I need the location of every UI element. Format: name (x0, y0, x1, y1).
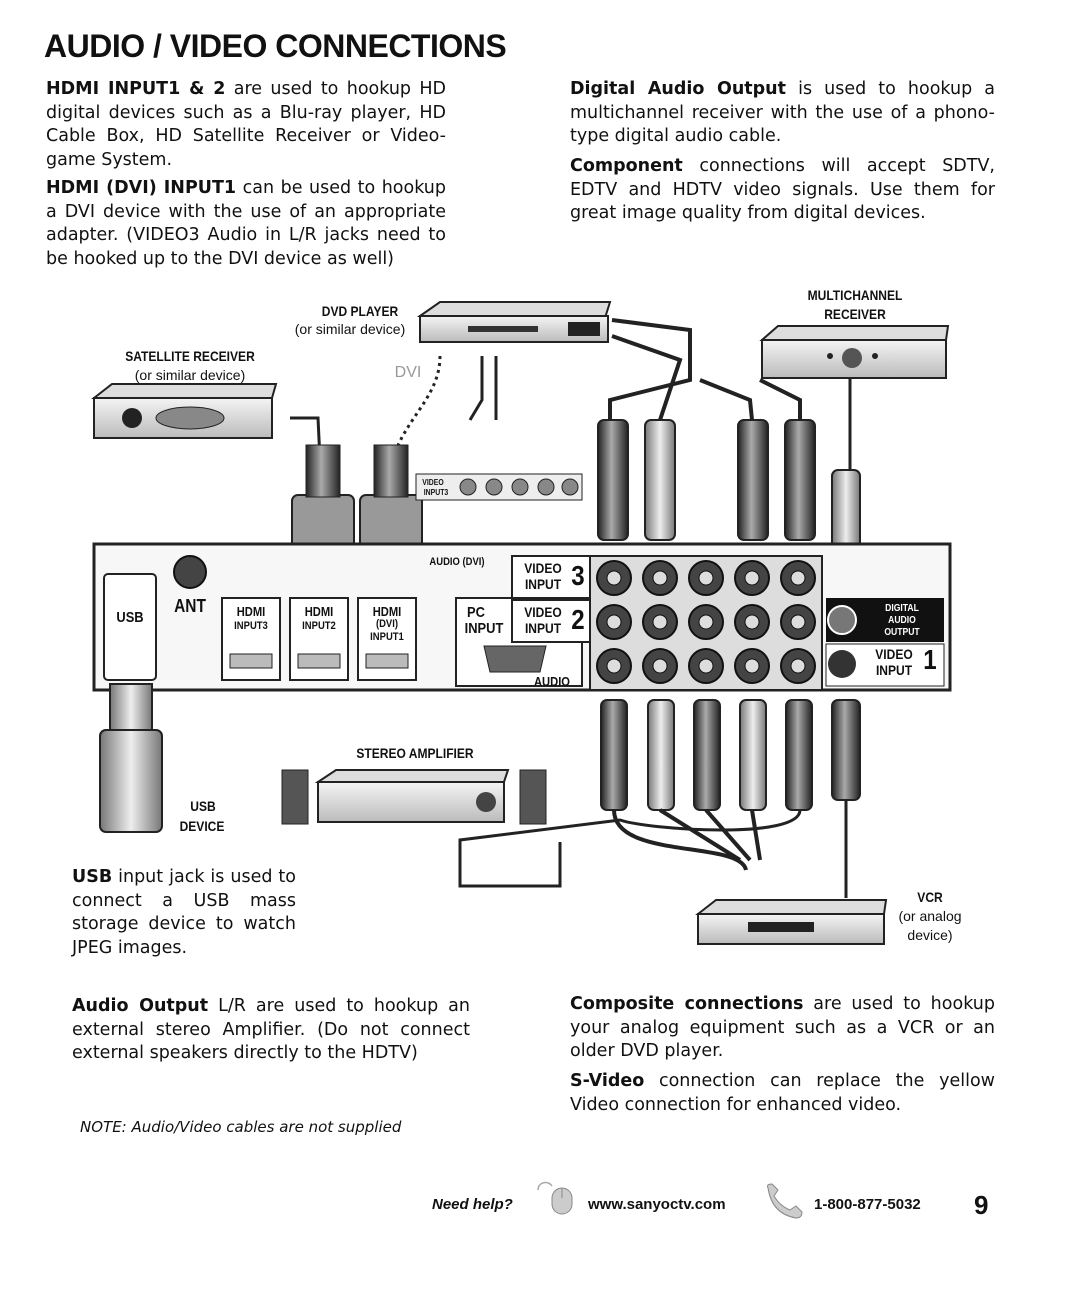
hdmi2-input-label: INPUT2 (302, 620, 336, 632)
rca-jack-center (790, 658, 806, 674)
video3-number: 3 (571, 560, 585, 591)
satellite-receiver-device (91, 383, 278, 439)
phone-icon (767, 1183, 803, 1219)
digital-output-label: OUTPUT (884, 627, 920, 638)
component-paragraph: Component connections will accept SDTV, … (570, 155, 995, 226)
usb-label: USB (72, 867, 113, 887)
hdmi-dvi-paragraph: HDMI (DVI) INPUT1 can be used to hookup … (46, 177, 446, 271)
pc-audio-label: AUDIO (533, 674, 571, 689)
satellite-receiver-label: SATELLITE RECEIVER (125, 348, 255, 364)
digital-audio-paragraph: Digital Audio Output is used to hookup a… (570, 78, 995, 149)
receiver-label: RECEIVER (824, 306, 886, 322)
multichannel-receiver-device (759, 325, 950, 379)
component-plugs (597, 419, 861, 561)
video3-strip-label-2: INPUT3 (423, 488, 449, 497)
usb-device-label-2: DEVICE (179, 818, 225, 834)
svideo-label: S-Video (570, 1071, 645, 1091)
hdmi3-logo: HDMI (236, 604, 266, 619)
composite-label: Composite connections (570, 994, 804, 1014)
website-link[interactable]: www.sanyoctv.com (588, 1196, 726, 1213)
video1-number: 1 (923, 644, 937, 675)
video2-input-label: INPUT (524, 620, 562, 636)
video2-label: VIDEO (524, 604, 562, 620)
multichannel-label: MULTICHANNEL (807, 287, 903, 303)
stereo-amplifier-label: STEREO AMPLIFIER (356, 745, 474, 761)
page-title: AUDIO / VIDEO CONNECTIONS (44, 28, 507, 64)
svideo-text: connection can replace the yellow Video … (570, 1071, 995, 1115)
video1-input-label: INPUT (875, 662, 913, 678)
video3-jack-strip (415, 473, 583, 501)
phone-number: 1-800-877-5032 (814, 1196, 921, 1213)
audio-output-text: L/R are used to hookup an external stere… (72, 996, 470, 1063)
vcr-sublabel-1: (or analog (898, 908, 962, 924)
connection-diagram (91, 301, 952, 945)
hdmi-dvi-label: HDMI (DVI) INPUT1 (46, 178, 237, 198)
page-number: 9 (974, 1190, 989, 1220)
dvd-player-label: DVD PLAYER (321, 303, 399, 319)
hdmi-dvi-text: can be used to hookup a DVI device with … (46, 178, 447, 269)
usb-device-drawing (99, 683, 163, 833)
hdmi-input-label: HDMI INPUT1 & 2 (46, 79, 226, 99)
digital-audio-label: AUDIO (888, 615, 916, 626)
hdmi-input-text: are used to hookup HD digital devices su… (46, 79, 446, 170)
rca-jack-center (790, 570, 806, 586)
svideo-paragraph: S-Video connection can replace the yello… (570, 1070, 995, 1117)
vcr-label: VCR (917, 889, 943, 905)
rca-jack-center (744, 658, 760, 674)
dvd-player-device (416, 301, 612, 343)
satellite-receiver-sublabel: (or similar device) (134, 367, 246, 383)
audio-output-paragraph: Audio Output L/R are used to hookup an e… (72, 995, 470, 1066)
hdmi1-logo: HDMI (372, 604, 402, 619)
component-text: connections will accept SDTV, EDTV and H… (570, 156, 995, 223)
rca-jack-center (744, 614, 760, 630)
digital-audio-text: is used to hookup a multichannel receive… (570, 79, 995, 146)
dvi-label: DVI (394, 364, 422, 381)
usb-paragraph: USB input jack is used to connect a USB … (72, 866, 296, 960)
audio-dvi-label: AUDIO (DVI) (429, 556, 485, 568)
usb-device-label-1: USB (190, 798, 216, 814)
vcr-device (695, 899, 888, 945)
usb-text: input jack is used to connect a USB mass… (72, 867, 296, 958)
rca-jack-center (606, 570, 622, 586)
composite-text: are used to hookup your analog equipment… (570, 994, 995, 1061)
digital-label: DIGITAL (885, 603, 919, 614)
video1-label: VIDEO (875, 646, 913, 662)
panel-usb-label: USB (116, 609, 144, 626)
video3-strip-label-1: VIDEO (422, 478, 444, 487)
rca-jacks-grid (596, 560, 816, 684)
rca-jack-center (652, 614, 668, 630)
rca-jack-center (652, 570, 668, 586)
video3-input-label: INPUT (524, 576, 562, 592)
rca-jack-center (606, 658, 622, 674)
hdmi2-logo: HDMI (304, 604, 334, 619)
rca-jack-center (698, 658, 714, 674)
video2-number: 2 (571, 604, 585, 635)
digital-audio-label: Digital Audio Output (570, 79, 787, 99)
rca-jack-center (698, 614, 714, 630)
rca-jack-center (698, 570, 714, 586)
lower-plugs (600, 699, 861, 811)
component-label: Component (570, 156, 683, 176)
pc-input-label: INPUT (464, 620, 504, 637)
cable-note: NOTE: Audio/Video cables are not supplie… (80, 1118, 402, 1136)
hdmi-input-paragraph: HDMI INPUT1 & 2 are used to hookup HD di… (46, 78, 446, 172)
rca-jack-center (606, 614, 622, 630)
rca-jack-center (790, 614, 806, 630)
hdmi3-input-label: INPUT3 (234, 620, 268, 632)
composite-paragraph: Composite connections are used to hookup… (570, 993, 995, 1064)
rca-jack-center (744, 570, 760, 586)
panel-ant-label: ANT (174, 596, 206, 616)
rca-jack-center (652, 658, 668, 674)
hdmi1-input-label: INPUT1 (370, 631, 404, 643)
pc-label: PC (467, 604, 485, 621)
dvd-player-sublabel: (or similar device) (294, 321, 406, 337)
hdmi1-dvi-label: (DVI) (375, 618, 399, 630)
video3-label: VIDEO (524, 560, 562, 576)
audio-output-label: Audio Output (72, 996, 209, 1016)
vcr-sublabel-2: device) (907, 927, 953, 943)
mouse-icon (537, 1181, 573, 1215)
need-help-text: Need help? (432, 1196, 513, 1213)
stereo-amplifier-device (281, 769, 547, 825)
